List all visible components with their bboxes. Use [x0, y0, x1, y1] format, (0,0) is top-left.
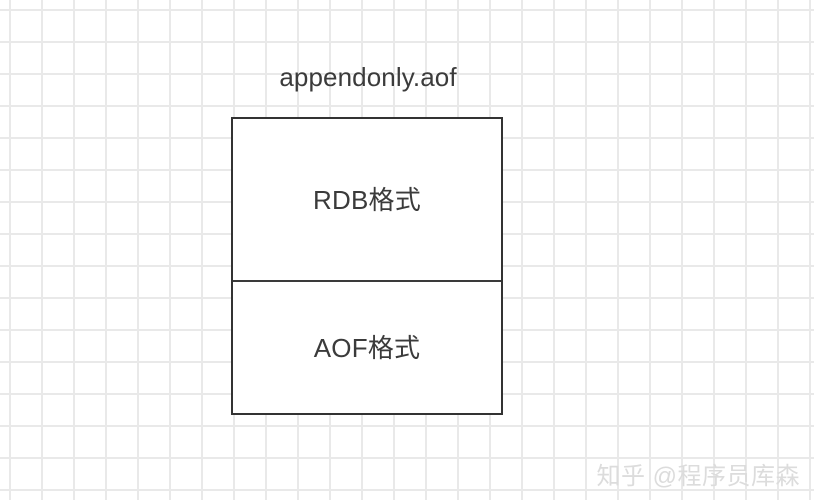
box-row-rdb: RDB格式 — [233, 119, 501, 282]
box-row-aof-label: AOF格式 — [313, 332, 421, 363]
box-row-rdb-label: RDB格式 — [313, 184, 421, 215]
file-box: RDB格式 AOF格式 — [231, 117, 503, 415]
watermark: 知乎 @程序员库森 — [596, 463, 800, 490]
appendonly-aof-diagram: appendonly.aof RDB格式 AOF格式 — [231, 60, 503, 415]
diagram-title: appendonly.aof — [279, 62, 457, 92]
box-row-aof: AOF格式 — [233, 282, 501, 413]
